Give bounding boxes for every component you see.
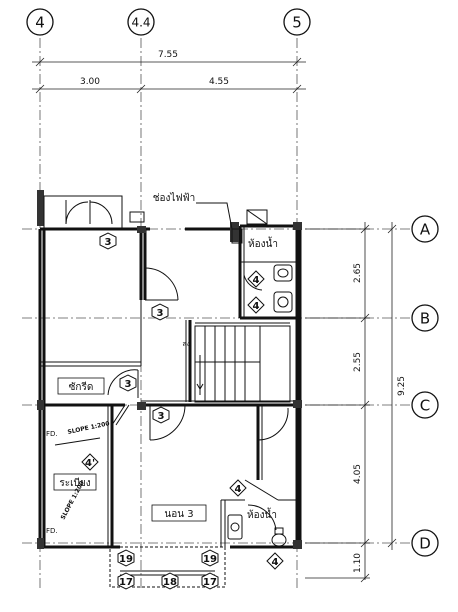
structural-columns	[37, 190, 302, 549]
tag-19-left: 19	[117, 549, 135, 567]
tag-label: 19	[119, 554, 133, 565]
grid-bubble-label: 4.4	[131, 16, 150, 30]
tag-3-top: 3	[99, 232, 117, 250]
bedroom-label: นอน 3	[164, 509, 193, 520]
stair-treads-upper	[204, 326, 246, 362]
grid-bubble-a: A	[411, 215, 439, 243]
stair-down-label: ลง	[182, 340, 190, 348]
tag-label: 3	[158, 411, 165, 422]
grid-bubble-d: D	[411, 529, 439, 557]
bathroom-upper-label: ห้องน้ำ	[248, 236, 278, 250]
grid-bubble-c: C	[411, 391, 439, 419]
tag-label: 4	[253, 275, 260, 286]
tag-4-bath-door: 4	[247, 296, 265, 314]
lower-bathroom: ห้องน้ำ	[227, 507, 287, 547]
laundry-label: ซักรีด	[69, 381, 94, 393]
tag-label: 3	[125, 379, 132, 390]
dimension-b-c: 2.55	[353, 352, 363, 372]
bathroom-lower-label: ห้องน้ำ	[247, 507, 277, 521]
tag-17-left: 17	[117, 572, 135, 590]
dimension-c-d: 4.05	[353, 464, 363, 484]
doors	[107, 267, 289, 531]
balcony-label: ระเบียง	[59, 477, 90, 489]
tag-3-bedroom: 3	[152, 406, 170, 424]
dimension-total-width: 7.55	[158, 50, 178, 60]
dimension-a-b: 2.65	[353, 263, 363, 283]
tag-4-prime-balcony: 4'	[81, 453, 99, 471]
tag-19-right: 19	[201, 549, 219, 567]
tag-4-bath-upper: 4	[247, 270, 265, 288]
grid-bubble-4: 4	[26, 8, 54, 36]
floor-drain-lower-label: FD.	[46, 527, 58, 535]
tag-label: 17	[119, 577, 133, 588]
top-dimension-chain: 7.55 3.00 4.55	[32, 50, 306, 94]
tag-17-right: 17	[201, 572, 219, 590]
dimension-right-bay: 4.55	[209, 77, 229, 87]
right-dimension-chain: 2.65 2.55 4.05 1.10 9.25	[305, 222, 407, 583]
upper-bathroom: ห้องน้ำ	[243, 236, 293, 313]
walls	[38, 224, 302, 549]
grid-bubble-5: 5	[283, 8, 311, 36]
staircase: ลง	[182, 325, 291, 403]
floor-drain-upper-label: FD.	[46, 430, 58, 438]
bathroom-vent	[246, 209, 268, 225]
grid-bubble-label: B	[420, 310, 430, 328]
grid-bubble-label: D	[419, 535, 431, 553]
stair-treads-lower	[204, 362, 246, 402]
tag-label: 19	[203, 554, 217, 565]
dimension-bottom: 1.10	[353, 553, 363, 573]
tag-3-hall: 3	[151, 303, 169, 321]
tag-label: 4	[272, 557, 279, 568]
top-window-bay	[43, 195, 145, 230]
electrical-shaft: ช่องไฟฟ้า	[153, 192, 243, 244]
electrical-shaft-label: ช่องไฟฟ้า	[153, 192, 195, 204]
tag-label: 17	[203, 577, 217, 588]
tag-4-bath-bottom: 4	[266, 552, 284, 570]
tag-label: 4'	[85, 458, 95, 469]
grid-bubble-label: 5	[292, 14, 302, 32]
tag-label: 3	[157, 308, 164, 319]
dimension-left-bay: 3.00	[80, 77, 100, 87]
grid-bubble-label: A	[420, 221, 431, 239]
tag-4-bath-lower: 4	[229, 479, 247, 497]
grid-lines	[22, 38, 410, 590]
tag-label: 18	[163, 577, 177, 588]
tag-label: 3	[105, 237, 112, 248]
tag-3-laundry: 3	[119, 374, 137, 392]
tag-label: 4	[253, 301, 260, 312]
grid-bubble-label: 4	[35, 14, 45, 32]
tag-label: 4	[235, 484, 242, 495]
grid-bubble-4-4: 4.4	[127, 8, 155, 36]
dimension-total-depth: 9.25	[397, 376, 407, 396]
grid-bubble-b: B	[411, 304, 439, 332]
slope-upper-label: SLOPE 1:200	[67, 420, 110, 436]
tag-18-center: 18	[161, 572, 179, 590]
grid-bubble-label: C	[420, 397, 430, 415]
room-labels: ซักรีด ระเบียง นอน 3	[53, 377, 207, 522]
